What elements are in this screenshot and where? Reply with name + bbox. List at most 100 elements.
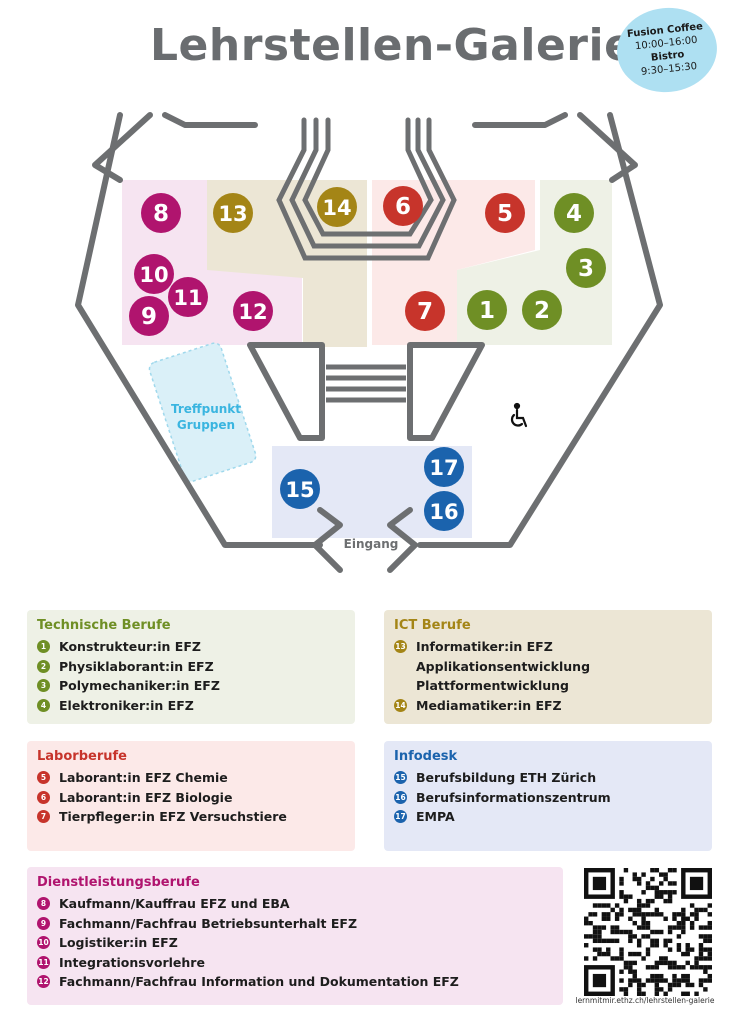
marker-5-circle — [485, 193, 525, 233]
qr-code[interactable] — [584, 868, 712, 996]
marker-12-circle — [233, 291, 273, 331]
escalator-curve — [276, 117, 457, 261]
marker-1-small: 1 — [37, 640, 50, 653]
marker-7: 7 — [405, 291, 445, 331]
legend-item-8: 8 Kaufmann/Kauffrau EFZ und EBA — [37, 894, 553, 914]
marker-9-circle — [129, 296, 169, 336]
marker-17-label: 17 — [429, 456, 458, 480]
legend-item-13-text: Informatiker:in EFZ — [416, 639, 553, 654]
marker-16: 16 — [424, 491, 464, 531]
marker-2: 2 — [522, 290, 562, 330]
badge-bistro-hours: 9:30–15:30 — [640, 60, 698, 78]
legend-item-17-text: EMPA — [416, 809, 455, 824]
legend-item-7: 7 Tierpfleger:in EFZ Versuchstiere — [37, 807, 345, 827]
marker-2-small: 2 — [37, 659, 50, 673]
marker-15-small: 15 — [394, 771, 407, 784]
marker-10-small: 10 — [37, 936, 50, 949]
legend-item-12: 12 Fachmann/Fachfrau Information und Doku… — [37, 972, 553, 992]
legend-item-15-text: Berufsbildung ETH Zürich — [416, 770, 597, 785]
marker-17-circle — [424, 447, 464, 487]
marker-16-small: 16 — [394, 790, 407, 804]
marker-6-label: 6 — [395, 194, 411, 220]
marker-14: 14 — [317, 187, 357, 227]
wheelchair-icon — [510, 402, 528, 428]
marker-17-small: 17 — [394, 810, 407, 823]
marker-15-circle — [280, 469, 320, 509]
marker-6-circle — [383, 186, 423, 226]
legend-item-1-text: Konstrukteur:in EFZ — [59, 639, 201, 654]
marker-16-label: 16 — [429, 500, 458, 524]
marker-13: 13 — [213, 193, 253, 233]
legend-item-6: 6 Laborant:in EFZ Biologie — [37, 788, 345, 808]
marker-6: 6 — [383, 186, 423, 226]
marker-5: 5 — [485, 193, 525, 233]
page-title: Lehrstellen-Galerie — [150, 20, 635, 71]
legend-item-11-text: Integrationsvorlehre — [59, 954, 205, 970]
marker-4-small: 4 — [37, 698, 50, 712]
gruppen-label: Gruppen — [177, 418, 235, 432]
marker-12-label: 12 — [238, 300, 267, 324]
marker-13-small: 13 — [394, 640, 407, 653]
legend-item-17: 17 EMPA — [394, 807, 702, 827]
marker-14-circle — [317, 187, 357, 227]
marker-3: 3 — [566, 248, 606, 288]
marker-4: 4 — [554, 193, 594, 233]
qr-url[interactable]: lernmitmir.ethz.ch/lehrstellen-galerie — [575, 996, 715, 1005]
legend-item-7-text: Tierpfleger:in EFZ Versuchstiere — [59, 809, 287, 824]
legend-item-8-text: Kaufmann/Kauffrau EFZ und EBA — [59, 896, 290, 911]
marker-2-circle — [522, 290, 562, 330]
marker-2-label: 2 — [534, 298, 550, 324]
marker-6-small: 6 — [37, 790, 50, 804]
marker-12-small: 12 — [37, 975, 50, 988]
legend-ict-berufe: ICT Berufe 13 Informatiker:in EFZ Applik… — [384, 610, 712, 724]
marker-11-circle — [168, 277, 208, 317]
marker-9-small: 9 — [37, 916, 50, 930]
legend-item-15: 15 Berufsbildung ETH Zürich — [394, 768, 702, 788]
building-walls — [75, 112, 663, 573]
marker-15-label: 15 — [285, 478, 314, 502]
legend-labor-title: Laborberufe — [37, 749, 127, 764]
legend-item-3: 3 Polymechaniker:in EFZ — [37, 676, 345, 696]
marker-7-small: 7 — [37, 810, 50, 823]
legend-ict-title: ICT Berufe — [394, 618, 471, 633]
opening-hours-badge: Fusion Coffee 10:00–16:00 Bistro 9:30–15… — [612, 3, 722, 97]
marker-7-label: 7 — [417, 299, 433, 325]
marker-8-small: 8 — [37, 897, 50, 910]
marker-5-small: 5 — [37, 771, 50, 784]
legend-dienst-title: Dienstleistungsberufe — [37, 875, 200, 890]
marker-3-label: 3 — [578, 256, 594, 282]
marker-4-circle — [554, 193, 594, 233]
marker-14-label: 14 — [322, 196, 351, 220]
legend-item-13-sub2: Plattformentwicklung — [416, 678, 569, 693]
legend-item-6-text: Laborant:in EFZ Biologie — [59, 789, 233, 805]
legend-dienstleistungsberufe: Dienstleistungsberufe 8 Kaufmann/Kauffrau… — [27, 867, 563, 1005]
legend-item-9-text: Fachmann/Fachfrau Betriebsunterhalt EFZ — [59, 915, 358, 931]
legend-item-9: 9 Fachmann/Fachfrau Betriebsunterhalt EFZ — [37, 914, 553, 934]
legend-infodesk-title: Infodesk — [394, 749, 458, 764]
marker-5-label: 5 — [497, 201, 513, 227]
legend-item-12-text: Fachmann/Fachfrau Information und Dokume… — [59, 974, 459, 989]
marker-9-label: 9 — [141, 304, 157, 330]
marker-3-circle — [566, 248, 606, 288]
marker-15: 15 — [280, 469, 320, 509]
marker-1: 1 — [467, 290, 507, 330]
treffpunkt-label: Treffpunkt — [171, 402, 241, 416]
marker-8-label: 8 — [153, 201, 169, 227]
legend-technische-title: Technische Berufe — [37, 618, 171, 633]
marker-10-label: 10 — [139, 263, 168, 287]
zone-treffpunkt — [148, 342, 257, 483]
legend-item-3-text: Polymechaniker:in EFZ — [59, 678, 220, 693]
marker-3-small: 3 — [37, 679, 50, 692]
marker-13-circle — [213, 193, 253, 233]
marker-12: 12 — [233, 291, 273, 331]
